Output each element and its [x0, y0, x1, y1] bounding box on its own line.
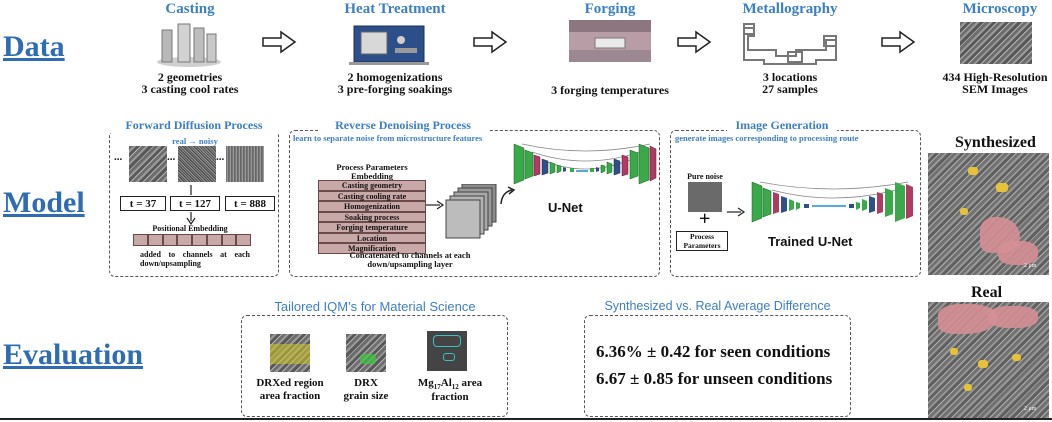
- trained-unet-diagram: [751, 181, 913, 223]
- param-row: Soaking process: [318, 211, 426, 222]
- ellipsis: ...: [114, 151, 123, 163]
- unet-label: U-Net: [548, 200, 583, 215]
- flow-arrow-icon: [881, 30, 916, 54]
- channel-stack-icon: [445, 184, 497, 239]
- param-row: Forging temperature: [318, 222, 426, 233]
- iqm-image-drx-region: [270, 334, 310, 372]
- mg-text: Mg: [417, 377, 434, 389]
- params-embedding-title: Process Parameters Embedding: [336, 162, 408, 181]
- diffusion-step-image: [129, 146, 167, 182]
- al-subscript: 12: [451, 383, 459, 392]
- stage-title-casting: Casting: [165, 1, 215, 17]
- positional-embedding-note: added to channels at each down/upsamplin…: [140, 250, 250, 268]
- row-heading-data: Data: [3, 30, 65, 63]
- real-label: Real: [971, 284, 1003, 301]
- iqm-label-mg17al12-2: fraction: [431, 391, 469, 403]
- timestep-box: t = 127: [170, 196, 220, 211]
- param-row: Homogenization: [318, 201, 426, 212]
- diffusion-step-image: [178, 146, 216, 182]
- sem-image-thumbnail: [960, 22, 1032, 64]
- stage-caption-metallography-1: 3 locations: [762, 70, 818, 84]
- stage-title-heat-treatment: Heat Treatment: [344, 1, 446, 17]
- trained-unet-label: Trained U-Net: [768, 234, 853, 249]
- stage-title-microscopy: Microscopy: [962, 1, 1038, 17]
- stage-caption-microscopy-2: SEM Images: [962, 82, 1028, 96]
- ellipsis: ...: [167, 151, 176, 163]
- iqm-title: Tailored IQM's for Material Science: [252, 299, 498, 314]
- metallography-sample-icon: [743, 23, 837, 65]
- furnace-icon: [349, 25, 429, 65]
- process-parameters-box: Process Parameters: [676, 231, 728, 251]
- flow-arrow-icon: [473, 30, 508, 54]
- image-generation-subtitle: generate images corresponding to process…: [675, 133, 859, 143]
- row-heading-evaluation: Evaluation: [3, 338, 144, 371]
- pure-noise-image: [688, 182, 722, 212]
- forward-diffusion-title: Forward Diffusion Process: [109, 118, 279, 133]
- iqm-label-drx-grain-2: grain size: [343, 390, 389, 402]
- param-row: Casting cooling rate: [318, 190, 426, 201]
- iqm-label-mg17al12-1: Mg17Al12 area: [408, 377, 492, 394]
- positional-embedding-vector: [133, 234, 251, 246]
- flow-arrow-icon: [677, 30, 712, 54]
- diffusion-step-image: [226, 146, 264, 182]
- param-row: Location: [318, 232, 426, 243]
- forward-diffusion-subtitle: real → noisy: [172, 136, 218, 146]
- mg-subscript: 17: [433, 383, 441, 392]
- iqm-panel: [241, 315, 508, 417]
- unet-diagram: [513, 143, 657, 185]
- iqm-image-drx-grain: [346, 334, 386, 372]
- forging-press-icon: [569, 20, 651, 62]
- stage-caption-casting-2: 3 casting cool rates: [141, 82, 239, 96]
- stage-caption-casting-1: 2 geometries: [157, 70, 223, 84]
- ellipsis: ...: [216, 151, 225, 163]
- reverse-denoising-subtitle: learn to separate noise from microstruct…: [293, 133, 483, 143]
- area-text: area: [458, 377, 483, 389]
- difference-title: Synthesized vs. Real Average Difference: [596, 299, 839, 313]
- image-generation-title: Image Generation: [727, 118, 837, 133]
- al-text: Al: [440, 377, 452, 389]
- iqm-label-drx-grain-1: DRX: [354, 377, 378, 389]
- down-arrow-icon: [186, 185, 196, 225]
- pure-noise-label: Pure noise: [687, 172, 723, 181]
- params-embedding-list: Casting geometry Casting cooling rate Ho…: [318, 180, 426, 254]
- timestep-box: t = 37: [120, 196, 166, 211]
- plus-icon: +: [699, 208, 711, 230]
- timestep-box: t = 888: [225, 196, 275, 211]
- synthesized-label: Synthesized: [955, 134, 1036, 151]
- stage-caption-heat-2: 3 pre-forging soakings: [337, 82, 453, 96]
- concat-note: Concatenated to channels at each down/up…: [349, 250, 471, 269]
- iqm-label-drx-region-2: area fraction: [259, 390, 321, 402]
- iqm-label-drx-region-1: DRXed region: [256, 377, 324, 389]
- stage-caption-microscopy-1: 434 High-Resolution: [942, 70, 1048, 84]
- row-heading-model: Model: [3, 186, 85, 219]
- seen-conditions-result: 6.36% ± 0.42 for seen conditions: [596, 342, 831, 361]
- flow-arrow-icon: [262, 30, 297, 54]
- difference-panel: [584, 315, 851, 417]
- unseen-conditions-result: 6.67 ± 0.85 for unseen conditions: [596, 369, 833, 388]
- stage-caption-metallography-2: 27 samples: [762, 82, 818, 96]
- bottom-rule: [0, 418, 1052, 420]
- param-row: Casting geometry: [318, 180, 426, 191]
- stage-title-forging: Forging: [584, 1, 636, 17]
- casting-mold-icon: [157, 23, 221, 67]
- synthesized-sem-image: 2 μm: [928, 153, 1049, 275]
- curved-arrow-icon: [500, 186, 516, 205]
- scale-bar-label: 2 μm: [1024, 263, 1037, 269]
- stage-caption-heat-1: 2 homogenizations: [347, 70, 443, 84]
- reverse-denoising-title: Reverse Denoising Process: [318, 118, 488, 133]
- scale-bar-label: 2 μm: [1024, 406, 1037, 412]
- real-sem-image: 2 μm: [928, 302, 1049, 418]
- right-arrow-icon: [426, 200, 445, 210]
- positional-embedding-title: Positional Embedding: [152, 224, 228, 233]
- param-row: Magnification: [318, 243, 426, 254]
- stage-caption-forging-1: 3 forging temperatures: [551, 83, 669, 97]
- stage-title-metallography: Metallography: [742, 1, 838, 17]
- right-arrow-icon: [727, 207, 746, 217]
- iqm-image-mg17al12: [427, 331, 467, 371]
